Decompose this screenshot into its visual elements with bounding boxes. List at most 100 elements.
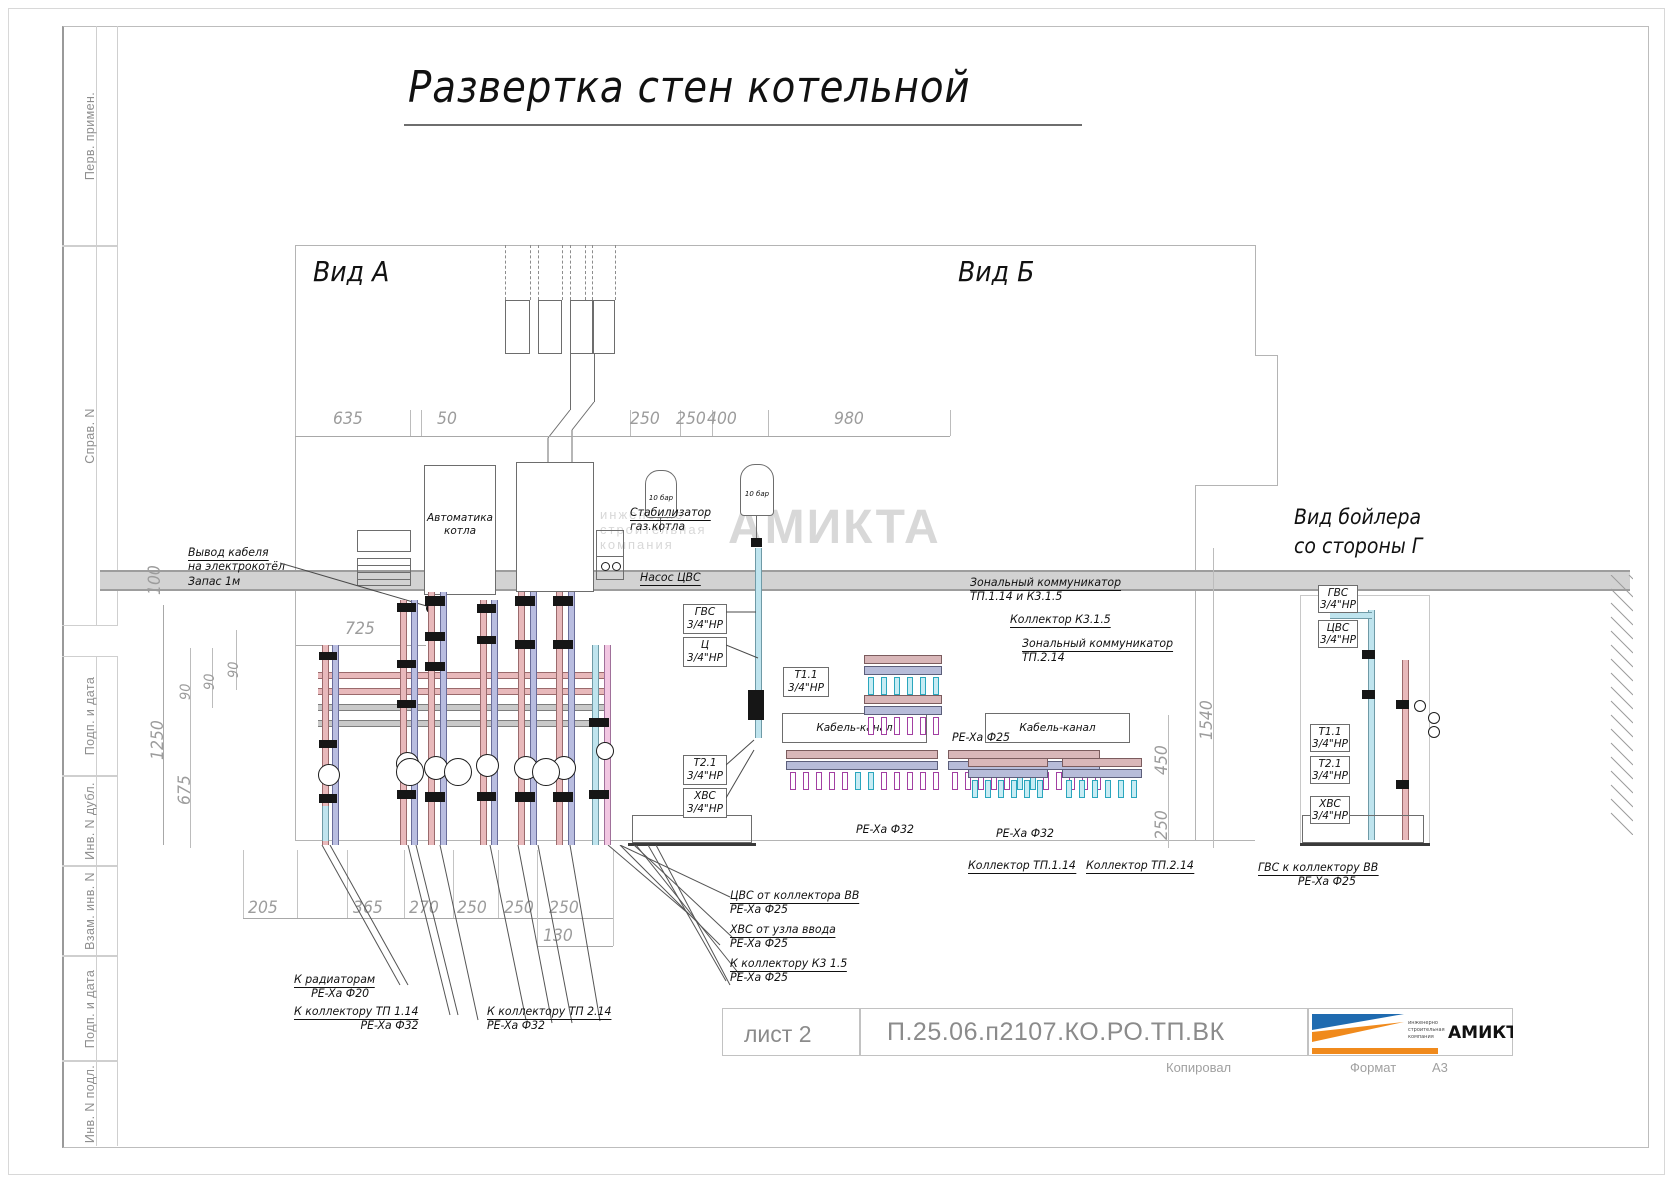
amikta-logo-svg: инженерно строительная компания АМИКТА [1312, 1014, 1532, 1054]
wall-break-curve-c [1195, 485, 1278, 486]
pex32-b-label: PE-Xa Ф32 [996, 826, 1055, 840]
boiler-tag-cvs-size: 3/4"НР [1320, 634, 1356, 646]
loop [933, 772, 939, 790]
tag-box-t11 [783, 667, 829, 697]
vessel-1-stem [660, 518, 661, 532]
riser-6-return [568, 592, 575, 845]
manifold-tp214-b-return [1062, 769, 1142, 778]
flue-dash-2 [530, 245, 531, 300]
riser-2-fitting-low [397, 790, 416, 799]
dim-right-250: 250 [1152, 810, 1172, 840]
loop [816, 772, 822, 790]
riser-5-supply [518, 592, 525, 845]
riser-1-fitting-low [319, 794, 337, 803]
dim-left-100: 100 [145, 565, 165, 595]
gas-stabilizer-line1: Стабилизатор [630, 505, 712, 521]
boiler-view-fitting-2 [1362, 690, 1375, 699]
expansion-vessel-2 [740, 464, 774, 516]
cable-duct-label-1: Кабель-канал [816, 722, 893, 734]
cable-duct-box-1 [782, 713, 927, 743]
loop [881, 717, 887, 735]
loop [933, 717, 939, 735]
riser-3-return [440, 592, 447, 845]
dim-top-ext-6 [712, 410, 713, 436]
svg-text:компания: компания [1408, 1034, 1434, 1040]
dim-left-chain-third [212, 648, 213, 708]
cable-outlet-leader [280, 562, 431, 608]
loop [1066, 780, 1072, 798]
bottom-note-tp114: К коллектору ТП 1.14 PE-Xa Ф32 [294, 1004, 419, 1033]
flue-dash-8 [615, 245, 616, 300]
bottom-note-radiators-label: К радиаторам [294, 972, 376, 988]
loop [868, 772, 874, 790]
cable-duct-label-2: Кабель-канал [1019, 722, 1096, 734]
loop [1092, 780, 1098, 798]
loop [1011, 780, 1017, 798]
bottom-note-cvs-bb: ЦВС от коллектора ВВ PE-Xa Ф25 [730, 888, 860, 917]
manifold-tp114-a-return [786, 761, 938, 770]
amikta-logo: инженерно строительная компания АМИКТА [1308, 1008, 1532, 1056]
dim-top-ext-8 [950, 410, 951, 436]
flue-box-1 [505, 300, 530, 354]
dhw-pump-riser [755, 548, 762, 738]
bottom-note-hvs-inlet: ХВС от узла ввода PE-Xa Ф25 [730, 922, 836, 951]
loop [985, 780, 991, 798]
boiler-view-pipe-2 [1402, 660, 1409, 840]
dim-right-vertical-line2 [1168, 715, 1169, 848]
boiler-knob-2 [612, 562, 621, 571]
riser-3-fitting-low [425, 792, 445, 802]
riser-1-valve [318, 764, 340, 786]
loop [1037, 780, 1043, 798]
dim-top-250a: 250 [630, 409, 660, 429]
loop [1105, 780, 1111, 798]
riser-7-fitting-b [589, 790, 609, 799]
loop [907, 677, 913, 695]
tag-gvs-size: 3/4"НР [687, 619, 723, 631]
riser-2-fitting-top [397, 603, 416, 612]
dim-bottom-line [243, 918, 613, 919]
view-label-a: Вид А [313, 255, 390, 288]
dim-bottom-ext-8 [613, 850, 614, 946]
loop [894, 717, 900, 735]
dim-bottom-ext-5 [453, 850, 454, 918]
dim-left-chain-fourth [236, 630, 237, 690]
dhw-to-bb-note: ГВС к коллектору ВВ PE-Xa Ф25 [1258, 860, 1379, 889]
wall-band-line-top [100, 570, 1630, 572]
flue-elbow-svg [547, 401, 595, 470]
tag-t21-size: 3/4"НР [687, 770, 723, 782]
flue-box-4 [592, 300, 615, 354]
sheet-outer-frame [8, 8, 1665, 1175]
boiler-tag-t11-size: 3/4"НР [1312, 738, 1348, 750]
loop [881, 677, 887, 695]
circulation-pump-2 [444, 758, 472, 786]
collector-tp114-label: Коллектор ТП.1.14 [968, 858, 1076, 874]
wall-break-upper [1255, 245, 1256, 355]
margin-label-perv-primen: Перв. примен. [82, 91, 97, 180]
gas-stabilizer-note: Стабилизатор газ.котла [630, 505, 712, 534]
flue-dash-3 [538, 245, 539, 300]
boiler-view-pipe-1 [1368, 610, 1375, 840]
gost-margin-column: Перв. примен. Справ. N Подп. и дата Инв.… [62, 26, 118, 1146]
tag-hvs-name: ХВС [694, 790, 716, 802]
margin-label-inv-podl: Инв. N подл. [82, 1064, 97, 1144]
loop [790, 772, 796, 790]
bottom-leader-lines [321, 845, 741, 1024]
footer-format-label: Формат [1350, 1060, 1397, 1075]
wall-hatch-right [1443, 574, 1634, 836]
titleblock-logo-cell [1308, 1008, 1513, 1056]
boiler-view-valve-2 [1428, 712, 1440, 724]
dim-bottom-205: 205 [248, 898, 278, 918]
boiler-tag-box-hvs [1310, 796, 1350, 824]
loop [920, 772, 926, 790]
dim-bottom-ext-2 [297, 850, 298, 918]
riser-5-fitting-low [515, 792, 535, 802]
loop [1024, 780, 1030, 798]
dhw-pump-body [748, 690, 764, 720]
flue-pipe-left [570, 354, 571, 410]
dim-top-ext-3 [421, 410, 422, 436]
riser-6-fitting-top [553, 596, 573, 606]
riser-7-fitting-a [589, 718, 609, 727]
dim-left-675: 675 [175, 775, 195, 805]
pex25-right-note: PE-Xa Ф25 [952, 730, 1010, 744]
